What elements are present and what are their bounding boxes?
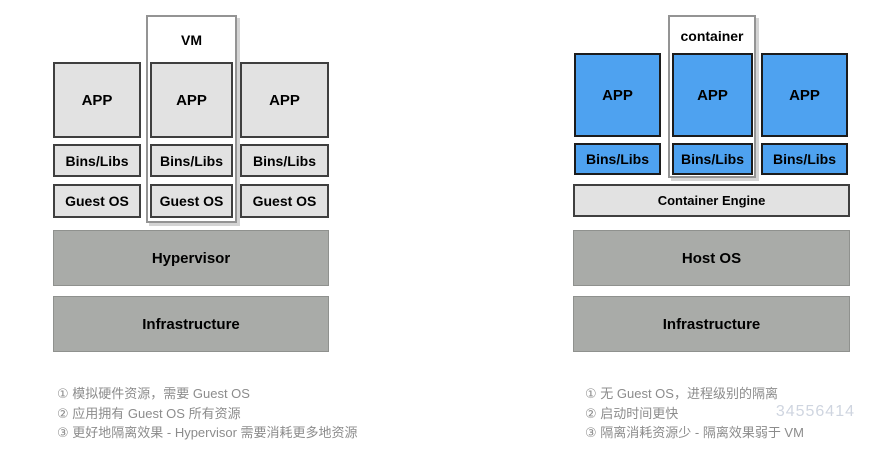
container-app-box-2: APP [672, 53, 753, 137]
vm-binslibs-box-1: Bins/Libs [53, 144, 141, 177]
vm-guestos-box-3: Guest OS [240, 184, 329, 218]
container-binslibs-box-2: Bins/Libs [672, 143, 753, 175]
container-notes: ① 无 Guest OS，进程级别的隔离 ② 启动时间更快 ③ 隔离消耗资源少 … [585, 384, 804, 443]
vm-guestos-box-2: Guest OS [150, 184, 233, 218]
vm-app-box-3: APP [240, 62, 329, 138]
vm-binslibs-box-2: Bins/Libs [150, 144, 233, 177]
container-app-box-1: APP [574, 53, 661, 137]
container-app-box-3: APP [761, 53, 848, 137]
vm-binslibs-box-3: Bins/Libs [240, 144, 329, 177]
container-binslibs-box-1: Bins/Libs [574, 143, 661, 175]
container-engine-layer: Container Engine [573, 184, 850, 217]
vm-infrastructure-layer: Infrastructure [53, 296, 329, 352]
container-binslibs-box-3: Bins/Libs [761, 143, 848, 175]
hostos-layer: Host OS [573, 230, 850, 286]
vm-guestos-box-1: Guest OS [53, 184, 141, 218]
vm-notes: ① 模拟硬件资源，需要 Guest OS ② 应用拥有 Guest OS 所有资… [57, 384, 358, 443]
vm-app-box-1: APP [53, 62, 141, 138]
container-infrastructure-layer: Infrastructure [573, 296, 850, 352]
vm-note-3: ③ 更好地隔离效果 - Hypervisor 需要消耗更多地资源 [57, 425, 358, 440]
vm-label: VM [181, 32, 202, 48]
vm-note-2: ② 应用拥有 Guest OS 所有资源 [57, 405, 241, 421]
hypervisor-layer: Hypervisor [53, 230, 329, 286]
container-note-3: ③ 隔离消耗资源少 - 隔离效果弱于 VM [585, 425, 804, 440]
container-note-2: ② 启动时间更快 [585, 405, 679, 421]
vm-app-box-2: APP [150, 62, 233, 138]
watermark-text: 34556414 [775, 403, 855, 420]
container-note-1: ① 无 Guest OS，进程级别的隔离 [585, 386, 778, 401]
container-label: container [680, 27, 744, 44]
vm-note-1: ① 模拟硬件资源，需要 Guest OS [57, 386, 250, 401]
